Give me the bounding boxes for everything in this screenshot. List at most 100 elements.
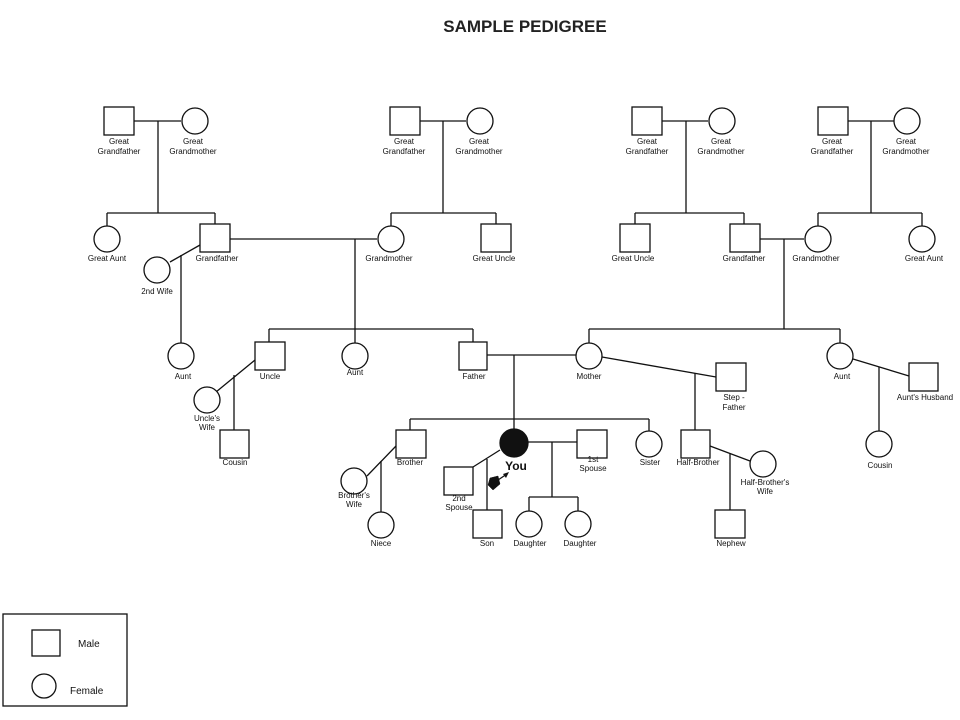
label: Cousin (223, 458, 248, 467)
female-symbol (340, 467, 368, 495)
label: Grandfather (811, 147, 854, 156)
female-symbol (466, 107, 494, 135)
female-symbol (515, 510, 543, 538)
legend-female-icon (31, 673, 57, 699)
male-symbol (443, 466, 474, 496)
label: Grandmother (365, 254, 412, 263)
male-symbol (908, 362, 939, 392)
female-symbol (749, 450, 777, 478)
label: Son (480, 539, 494, 548)
label: Daughter (514, 539, 547, 548)
male-symbol (715, 362, 747, 392)
male-symbol (817, 106, 849, 136)
female-symbol (367, 511, 395, 539)
page-title: SAMPLE PEDIGREE (443, 17, 606, 36)
female-symbol (708, 107, 736, 135)
pedigree-labels: Great Grandfather Great Grandmother Grea… (88, 137, 953, 548)
male-symbol (619, 223, 651, 253)
label: Grandfather (626, 147, 669, 156)
label: Great (637, 137, 658, 146)
label: Spouse (445, 503, 473, 512)
label: Step - (723, 393, 745, 402)
label: Grandfather (196, 254, 239, 263)
legend-female-label: Female (70, 686, 104, 697)
label: Great (711, 137, 732, 146)
label: Father (462, 372, 485, 381)
female-symbol (564, 510, 592, 538)
label: Great Uncle (612, 254, 655, 263)
label: Great Uncle (473, 254, 516, 263)
male-symbol (389, 106, 421, 136)
male-symbol (576, 429, 608, 459)
label: Grandfather (723, 254, 766, 263)
female-symbol (635, 430, 663, 458)
male-symbol (480, 223, 512, 253)
female-symbol (865, 430, 893, 458)
male-symbol (729, 223, 761, 253)
legend-male-icon (31, 629, 61, 657)
label: Great (183, 137, 204, 146)
male-symbol (219, 429, 250, 459)
label: 2nd Wife (141, 287, 173, 296)
label: Spouse (579, 464, 607, 473)
label: Grandmother (169, 147, 216, 156)
proband-label: You (505, 459, 527, 473)
label: Grandfather (383, 147, 426, 156)
label: Half-Brother (676, 458, 719, 467)
label: Aunt (175, 372, 192, 381)
male-symbol (395, 429, 427, 459)
label: 1st (588, 455, 599, 464)
male-symbol (254, 341, 286, 371)
label: Great (109, 137, 130, 146)
label: Great (896, 137, 917, 146)
label: Great (822, 137, 843, 146)
label: Uncle (260, 372, 281, 381)
label: Niece (371, 539, 392, 548)
label: Grandfather (98, 147, 141, 156)
label: Aunt (347, 368, 364, 377)
female-symbol (377, 225, 405, 253)
arrow-fletching-icon (487, 475, 501, 491)
female-symbol (804, 225, 832, 253)
female-symbol (341, 342, 369, 370)
legend-box (2, 613, 128, 707)
proband-arrow-icon (503, 472, 509, 478)
male-symbol (680, 429, 711, 459)
pedigree-lines (106, 120, 923, 512)
legend: Male Female (2, 613, 128, 707)
label: Aunt's Husband (897, 393, 953, 402)
label: Great (394, 137, 415, 146)
proband-symbol (499, 428, 529, 458)
label: Grandmother (882, 147, 929, 156)
label: Uncle's (194, 414, 220, 423)
label: Grandmother (792, 254, 839, 263)
female-symbol (93, 225, 121, 253)
label: Great Aunt (905, 254, 944, 263)
male-symbol (472, 509, 503, 539)
label: Daughter (564, 539, 597, 548)
female-symbol (908, 225, 936, 253)
label: Sister (640, 458, 661, 467)
label: Wife (757, 487, 774, 496)
label: Brother (397, 458, 424, 467)
label: Grandmother (455, 147, 502, 156)
female-symbol (181, 107, 209, 135)
pedigree-symbols (93, 106, 939, 539)
male-symbol (714, 509, 746, 539)
label: Aunt (834, 372, 851, 381)
female-symbol (193, 386, 221, 414)
label: Mother (577, 372, 602, 381)
female-symbol (167, 342, 195, 370)
male-symbol (458, 341, 488, 371)
label: Wife (346, 500, 363, 509)
label: Grandmother (697, 147, 744, 156)
label: Nephew (716, 539, 746, 548)
label: Half-Brother's (741, 478, 790, 487)
legend-male-label: Male (78, 639, 100, 650)
label: Wife (199, 423, 216, 432)
label: Great Aunt (88, 254, 127, 263)
female-symbol (575, 342, 603, 370)
male-symbol (631, 106, 663, 136)
label: Cousin (868, 461, 893, 470)
